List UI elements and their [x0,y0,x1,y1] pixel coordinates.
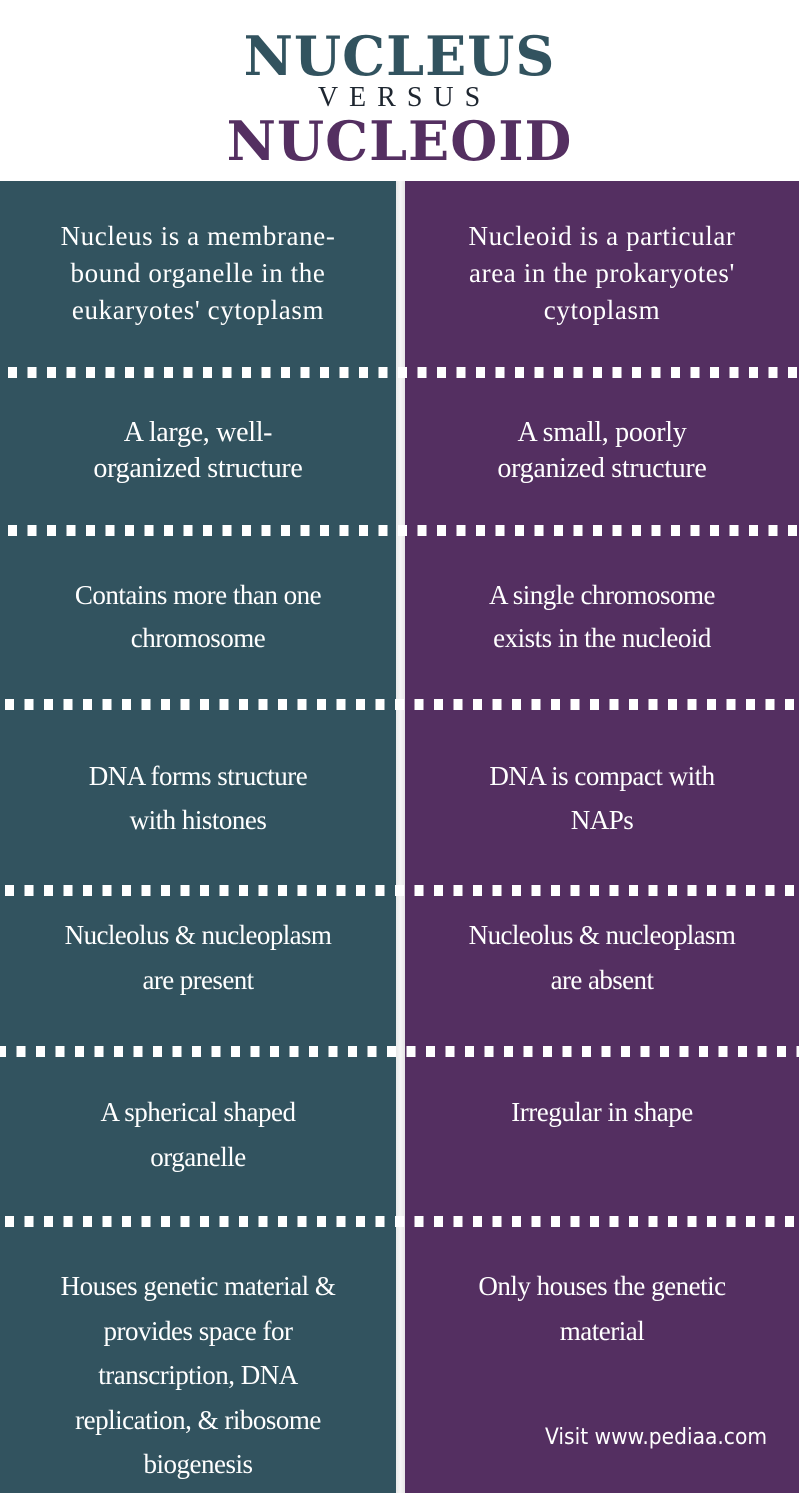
row-divider-1 [0,367,799,378]
nucleoid-cell-5: Nucleolus & nucleoplasm are absent [405,913,799,1003]
title-nucleus: NUCLEUS [243,24,556,88]
nucleoid-cell-6: Irregular in shape [405,1090,799,1135]
row-divider-2 [0,525,799,536]
nucleus-cell-3: Contains more than one chromosome [0,574,396,660]
nucleus-text-1: Nucleus is a membrane- bound organelle i… [60,221,336,325]
nucleoid-text-4: DNA is compact with NAPs [489,761,715,835]
pediaa-credit-link[interactable]: Visit www.pediaa.com [545,1425,768,1450]
title-nucleoid: NUCLEOID [226,109,573,173]
column-separator [396,181,405,1493]
nucleoid-text-2: A small, poorly organized structure [497,417,707,484]
nucleus-cell-2: A large, well- organized structure [0,415,396,487]
nucleus-cell-6: A spherical shaped organelle [0,1090,396,1180]
nucleus-text-5: Nucleolus & nucleoplasm are present [64,920,332,995]
nucleoid-cell-2: A small, poorly organized structure [405,415,799,487]
row-divider-5 [0,1046,799,1057]
header: NUCLEUS VERSUS NUCLEOID [0,0,799,181]
row-divider-4 [0,885,799,896]
nucleoid-text-1: Nucleoid is a particular area in the pro… [468,221,736,325]
nucleoid-cell-7: Only houses the genetic material [405,1264,799,1353]
nucleoid-cell-4: DNA is compact with NAPs [405,754,799,842]
nucleoid-text-6: Irregular in shape [511,1097,693,1127]
nucleoid-cell-3: A single chromosome exists in the nucleo… [405,574,799,660]
nucleus-text-7: Houses genetic material & provides space… [60,1271,336,1479]
nucleus-text-3: Contains more than one chromosome [74,580,322,653]
row-divider-6 [0,1216,799,1227]
nucleus-cell-1: Nucleus is a membrane- bound organelle i… [0,218,396,329]
nucleus-cell-7: Houses genetic material & provides space… [0,1264,396,1487]
nucleoid-text-7: Only houses the genetic material [478,1271,726,1346]
nucleus-cell-5: Nucleolus & nucleoplasm are present [0,913,396,1003]
nucleoid-cell-1: Nucleoid is a particular area in the pro… [405,218,799,329]
row-divider-3 [0,699,799,710]
nucleoid-text-3: A single chromosome exists in the nucleo… [489,580,715,653]
nucleus-column: Nucleus is a membrane- bound organelle i… [0,181,396,1493]
nucleus-text-2: A large, well- organized structure [93,417,303,484]
nucleus-text-4: DNA forms structure with histones [88,761,308,835]
title-versus: VERSUS [317,82,492,113]
nucleoid-column: Nucleoid is a particular area in the pro… [405,181,799,1493]
nucleoid-text-5: Nucleolus & nucleoplasm are absent [468,920,736,995]
nucleus-text-6: A spherical shaped organelle [100,1097,296,1172]
nucleus-cell-4: DNA forms structure with histones [0,754,396,842]
